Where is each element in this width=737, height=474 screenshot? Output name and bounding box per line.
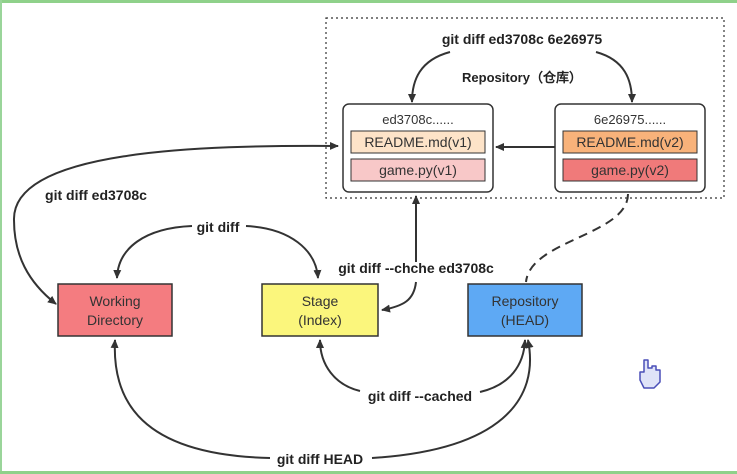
cmd-stage-vs-head: git diff --cached bbox=[368, 388, 472, 404]
file-readme-v2 bbox=[562, 130, 698, 154]
arrow-between-commits-right bbox=[595, 51, 636, 103]
arrow-working-to-commit bbox=[12, 141, 339, 221]
arrow-diff-to-stage bbox=[245, 225, 322, 279]
repository-head-line1: Repository bbox=[492, 293, 559, 309]
arrow-commit-to-stage bbox=[381, 281, 417, 313]
cmd-working-vs-stage: git diff bbox=[197, 219, 240, 235]
stage-index-line1: Stage bbox=[302, 293, 339, 309]
working-directory-line1: Working bbox=[89, 293, 140, 309]
arrow-head-diff-to-working bbox=[110, 339, 271, 459]
file-game-v2-label: game.py(v2) bbox=[591, 162, 669, 178]
file-readme-v2-label: README.md(v2) bbox=[576, 134, 683, 150]
frame-left-border bbox=[0, 0, 2, 474]
stage-index-box: Stage (Index) bbox=[261, 283, 379, 337]
arrow-commit-to-working bbox=[13, 219, 57, 305]
arrow-cached-to-stage bbox=[316, 339, 361, 392]
dashed-head-link bbox=[525, 193, 629, 283]
arrow-diff-to-working bbox=[113, 225, 193, 279]
file-readme-v1-label: README.md(v1) bbox=[364, 134, 471, 150]
repository-container bbox=[325, 17, 725, 199]
stage-index-line2: (Index) bbox=[298, 312, 342, 328]
commit-ed3708c-id: ed3708c...... bbox=[382, 112, 454, 127]
commit-6e26975-id: 6e26975...... bbox=[594, 112, 666, 127]
cmd-working-vs-commit: git diff ed3708c bbox=[45, 187, 147, 203]
arrow-head-diff-to-head bbox=[371, 339, 534, 459]
repository-title: Repository（仓库） bbox=[462, 70, 582, 85]
commit-ed3708c: ed3708c...... README.md(v1) game.py(v1) bbox=[342, 103, 494, 193]
repository-head-box: Repository (HEAD) bbox=[467, 283, 583, 337]
arrow-between-commits-left bbox=[408, 51, 451, 103]
file-game-v1-label: game.py(v1) bbox=[379, 162, 457, 178]
cmd-stage-vs-commit: git diff --chche ed3708c bbox=[338, 260, 494, 276]
cmd-between-commits: git diff ed3708c 6e26975 bbox=[442, 31, 603, 47]
frame-bottom-border bbox=[0, 471, 737, 474]
file-game-v2 bbox=[562, 158, 698, 182]
working-directory-line2: Directory bbox=[87, 312, 143, 328]
file-readme-v1 bbox=[350, 130, 486, 154]
hand-cursor-icon bbox=[639, 359, 661, 389]
arrow-cached-to-head bbox=[479, 339, 529, 393]
file-game-v1 bbox=[350, 158, 486, 182]
frame-top-border bbox=[0, 0, 737, 3]
working-directory-box: Working Directory bbox=[57, 283, 173, 337]
repository-head-line2: (HEAD) bbox=[501, 312, 549, 328]
cmd-working-vs-head: git diff HEAD bbox=[277, 451, 363, 467]
commit-6e26975: 6e26975...... README.md(v2) game.py(v2) bbox=[554, 103, 706, 193]
